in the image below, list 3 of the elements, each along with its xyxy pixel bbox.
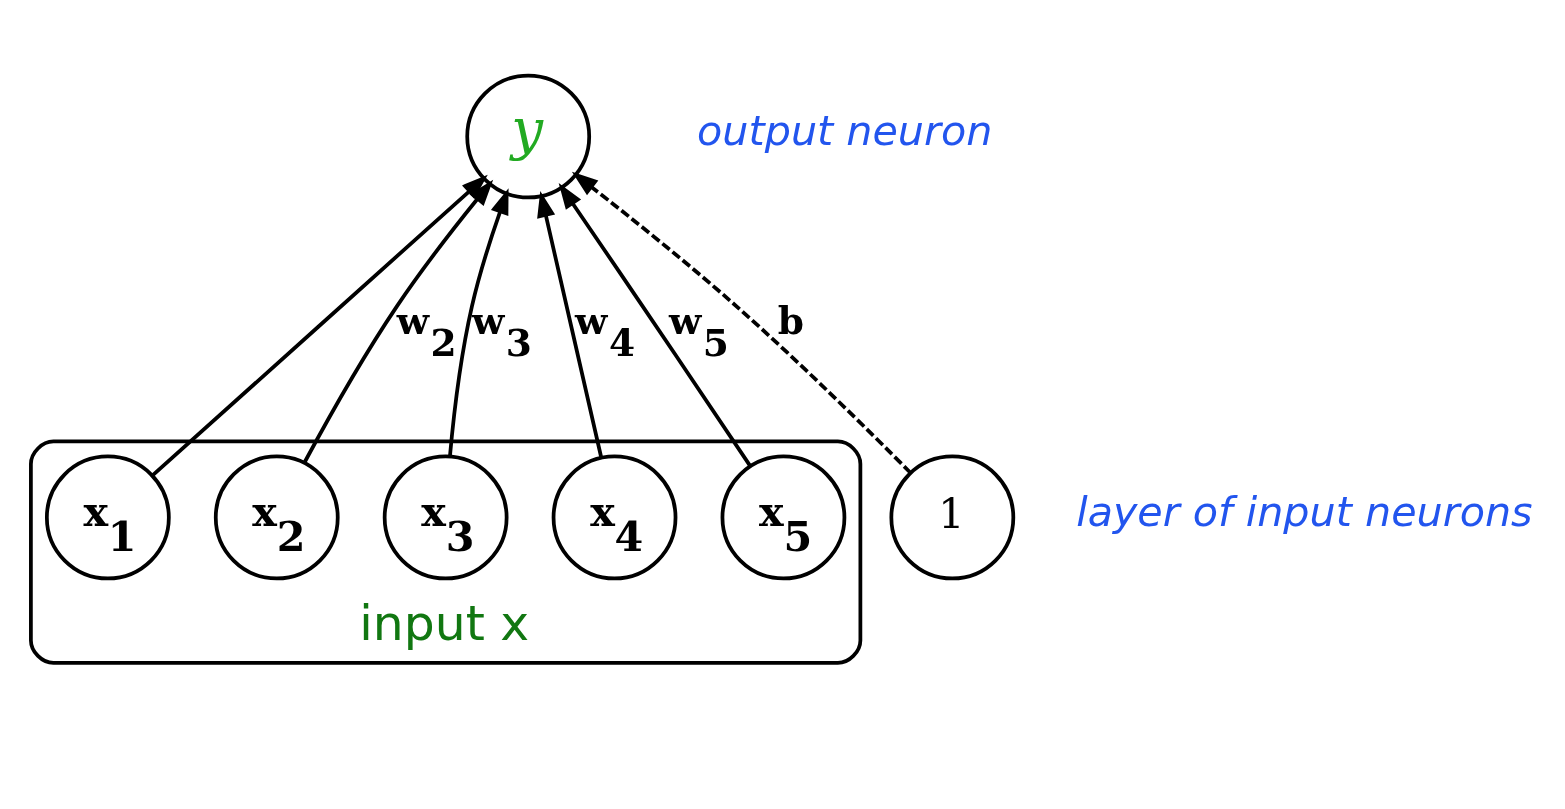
node-label: output neuron [697,106,993,155]
label: layer of input neurons [1076,487,1533,536]
edge-label: b [777,298,805,343]
